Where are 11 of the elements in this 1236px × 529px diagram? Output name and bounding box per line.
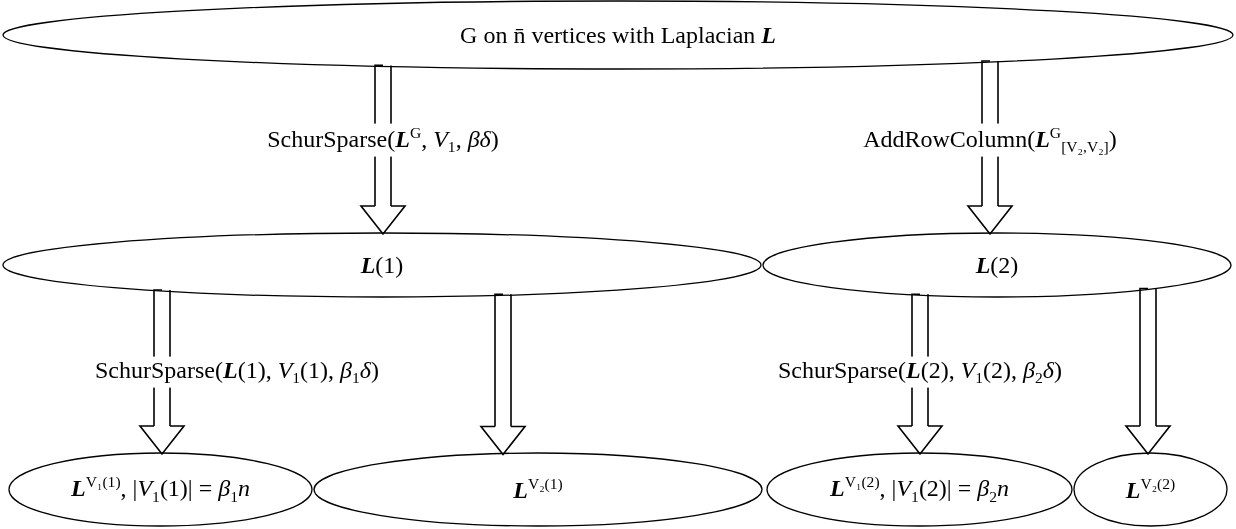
edge-label: SchurSparse(L(2), V$_{1}$(2), β$_{2}$δ) [776,356,1064,388]
node-label: L(2) [975,251,1019,279]
node-label: L$^{V₁(2)}$, |V$_{1}$(2)| = β$_{2}$n [830,473,1009,506]
edge-label: SchurSparse(L$^{G}$, V$_{1}$, βδ) [265,123,501,157]
node-label: L$^{V₂(2)}$ [1125,475,1176,504]
node-label: L$^{V₂(1)}$ [513,475,563,504]
node-label: L$^{V₁(1)}$, |V$_{1}$(1)| = β$_{1}$n [71,473,250,506]
edge-label: AddRowColumn(L$^{G}$$_{[V₂,V₂]}$) [861,123,1119,157]
edge-label: SchurSparse(L(1), V$_{1}$(1), β$_{1}$δ) [93,356,381,388]
node-label: G on n̄ vertices with Laplacian L [460,21,776,49]
node-label: L(1) [360,251,404,279]
